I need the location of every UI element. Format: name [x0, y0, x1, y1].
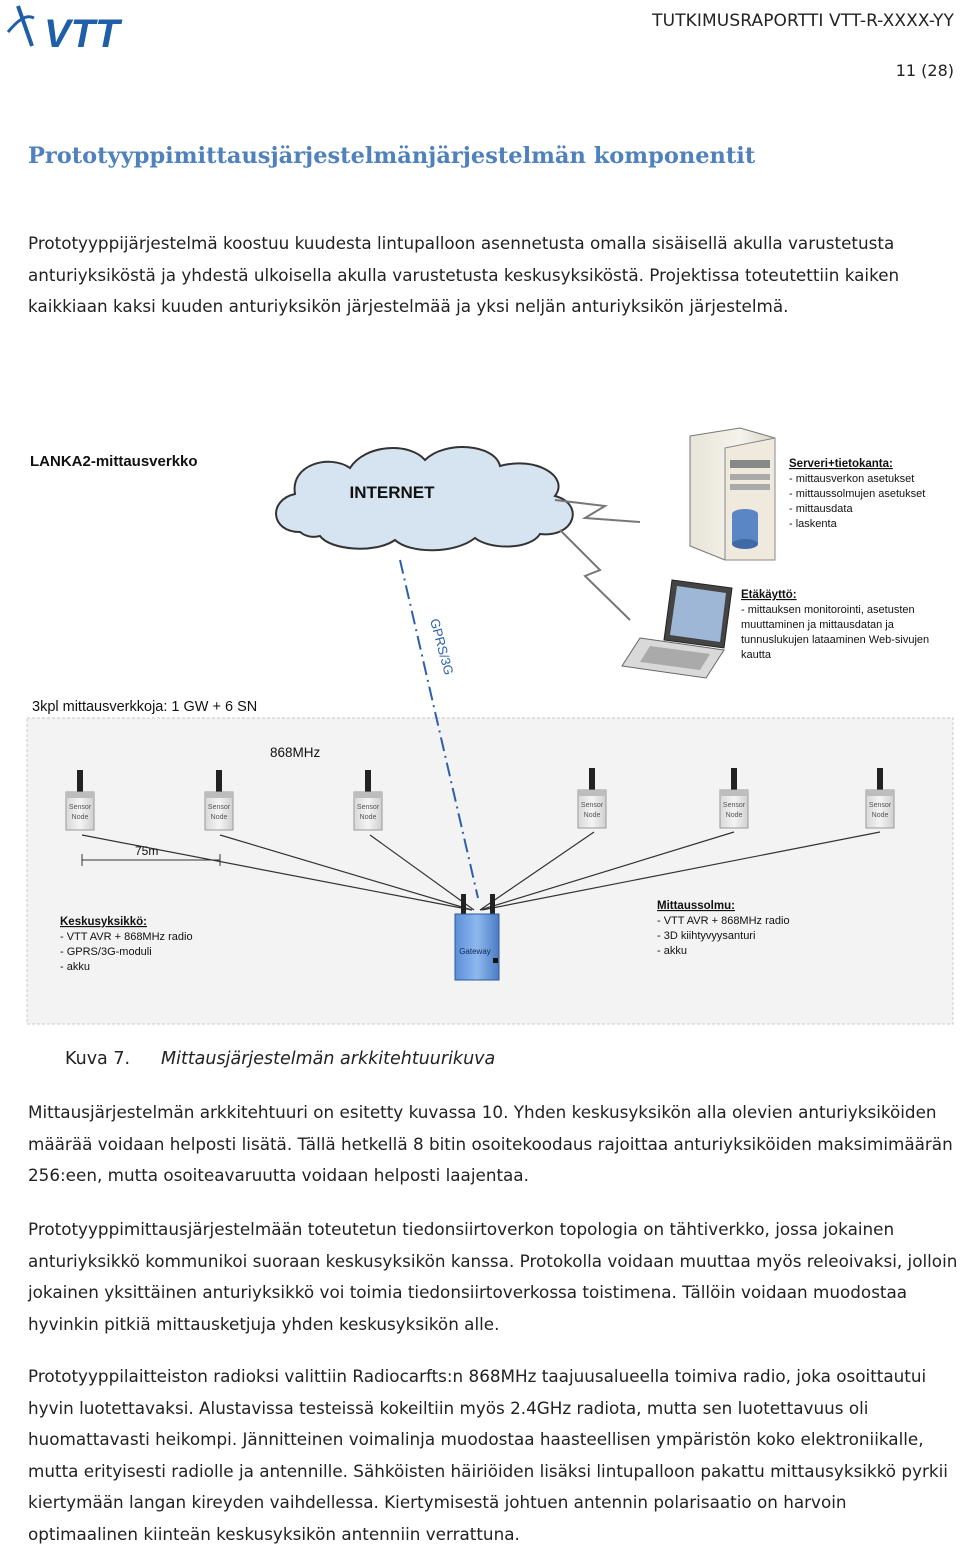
gateway-label: Gateway — [459, 947, 491, 956]
vtt-logo-mark — [6, 5, 35, 47]
internet-cloud: INTERNET — [275, 446, 574, 552]
node-item: - VTT AVR + 868MHz radio — [657, 915, 790, 927]
node-title: Mittaussolmu: — [657, 900, 735, 912]
sensor-node-label: Sensor — [69, 804, 92, 811]
distance-label: 75m — [135, 844, 158, 858]
server-icon — [689, 427, 776, 561]
central-item: - GPRS/3G-moduli — [60, 946, 152, 958]
caption-text: Mittausjärjestelmän arkkitehtuurikuva — [161, 1049, 496, 1069]
sensor-node-label: Sensor — [208, 804, 231, 811]
remote-item: kautta — [741, 649, 772, 661]
architecture-diagram: LANKA2-mittausverkko INTERNET Serveri+ti… — [26, 427, 954, 1025]
vtt-logo: VTT — [6, 5, 123, 54]
paragraph-3: Prototyyppimittausjärjestelmään toteutet… — [28, 1219, 958, 1334]
paragraph-4: Prototyyppilaitteiston radioksi valittii… — [28, 1366, 948, 1544]
server-item: - laskenta — [789, 518, 838, 530]
radio-label: 868MHz — [270, 745, 321, 760]
sensor-node-label: Sensor — [869, 802, 892, 809]
cloud-label: INTERNET — [350, 483, 436, 502]
sensor-node: Sensor Node — [65, 769, 95, 831]
sensor-node-label: Node — [72, 814, 89, 821]
figure-caption: Kuva 7. Mittausjärjestelmän arkkitehtuuri… — [65, 1049, 495, 1069]
sensor-node-label: Node — [584, 812, 601, 819]
sensor-node-label: Sensor — [581, 802, 604, 809]
sensor-node: Sensor Node — [577, 767, 607, 829]
sensor-node-label: Node — [872, 812, 889, 819]
sensor-node-label: Sensor — [723, 802, 746, 809]
central-item: - akku — [60, 961, 90, 973]
report-id: TUTKIMUSRAPORTTI VTT-R-XXXX-YY — [652, 11, 954, 31]
page-number: 11 (28) — [895, 61, 954, 80]
laptop-icon — [621, 579, 733, 679]
section-heading: Prototyyppimittausjärjestelmänjärjestelm… — [28, 143, 756, 169]
server-item: - mittaussolmujen asetukset — [789, 488, 925, 500]
sensor-node: Sensor Node — [204, 769, 234, 831]
sensor-node-label: Sensor — [357, 804, 380, 811]
server-item: - mittausdata — [789, 503, 853, 515]
gprs-link — [399, 559, 479, 899]
sensor-node: Sensor Node — [719, 767, 749, 829]
logo-text: VTT — [44, 12, 123, 54]
remote-item: - mittauksen monitorointi, asetusten — [741, 604, 915, 616]
sensor-node-label: Node — [360, 814, 377, 821]
gateway-device: Gateway — [454, 894, 500, 981]
sensor-node-label: Node — [211, 814, 228, 821]
caption-number: Kuva 7. — [65, 1049, 131, 1069]
networks-label: 3kpl mittausverkkoja: 1 GW + 6 SN — [32, 699, 257, 715]
diagram-title: LANKA2-mittausverkko — [30, 453, 198, 470]
remote-title: Etäkäyttö: — [741, 589, 797, 601]
central-item: - VTT AVR + 868MHz radio — [60, 931, 193, 943]
paragraph-2: Mittausjärjestelmän arkkitehtuuri on esi… — [28, 1102, 953, 1186]
paragraph-1: Prototyyppijärjestelmä koostuu kuudesta … — [28, 233, 900, 317]
remote-item: muuttaminen ja mittausdatan ja — [741, 619, 895, 631]
server-title: Serveri+tietokanta: — [789, 458, 893, 470]
laptop-link — [559, 529, 631, 621]
radio-links — [81, 831, 881, 911]
server-link — [554, 499, 641, 523]
node-item: - akku — [657, 945, 687, 957]
central-title: Keskusyksikkö: — [60, 916, 147, 928]
remote-item: tunnuslukujen lataaminen Web-sivujen — [741, 634, 929, 646]
sensor-node: Sensor Node — [353, 769, 383, 831]
server-item: - mittausverkon asetukset — [789, 473, 914, 485]
sensor-node-label: Node — [726, 812, 743, 819]
gprs-label: GPRS/3G — [427, 617, 456, 677]
sensor-node: Sensor Node — [865, 767, 895, 829]
node-item: - 3D kiihtyvyysanturi — [657, 930, 755, 942]
